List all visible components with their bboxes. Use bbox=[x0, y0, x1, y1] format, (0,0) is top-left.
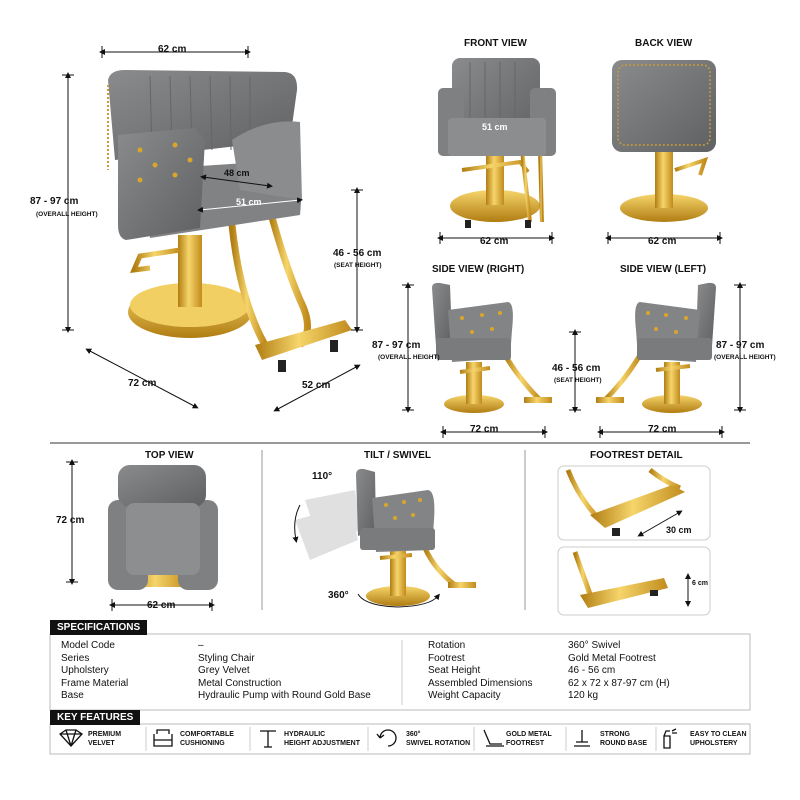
main-seat-height-label: 46 - 56 cm bbox=[333, 248, 382, 259]
back-view-chair bbox=[612, 60, 716, 222]
front-view-chair bbox=[438, 58, 556, 228]
sofa-icon bbox=[153, 729, 173, 747]
side-left-depth-label: 72 cm bbox=[648, 424, 677, 435]
back-width-label: 62 cm bbox=[648, 236, 677, 247]
main-seat-height-note: (SEAT HEIGHT) bbox=[334, 262, 382, 269]
footrest-height-label: 6 cm bbox=[692, 580, 708, 587]
main-height-note: (OVERALL HEIGHT) bbox=[36, 211, 98, 218]
diamond-icon bbox=[59, 729, 83, 747]
spec-value: 46 - 56 cm bbox=[568, 665, 616, 676]
footrest-detail-title: FOOTREST DETAIL bbox=[590, 450, 683, 461]
side-right-depth-label: 72 cm bbox=[470, 424, 499, 435]
feature-footrest: GOLD METAL FOOTREST bbox=[506, 730, 552, 748]
feature-line2: CUSHIONING bbox=[180, 740, 225, 747]
rotate-icon bbox=[376, 729, 397, 747]
spec-label: Rotation bbox=[428, 640, 466, 651]
side-right-height-label: 87 - 97 cm bbox=[372, 340, 421, 351]
front-view-title: FRONT VIEW bbox=[464, 38, 527, 49]
footrest-length-label: 30 cm bbox=[666, 525, 692, 535]
front-width-label: 62 cm bbox=[480, 236, 509, 247]
feature-line1: PREMIUM bbox=[88, 731, 122, 738]
footrest-icon bbox=[483, 729, 504, 747]
top-view-title: TOP VIEW bbox=[145, 450, 194, 461]
feature-line1: 360° bbox=[406, 731, 421, 738]
key-features-header: KEY FEATURES bbox=[50, 710, 141, 725]
side-left-seat-height-label: 46 - 56 cm bbox=[552, 363, 601, 374]
tilt-angle-label: 110° bbox=[312, 471, 333, 482]
main-seat-depth-label: 48 cm bbox=[224, 168, 250, 178]
spec-value: – bbox=[198, 640, 204, 651]
top-view-chair bbox=[108, 465, 218, 590]
feature-line2: VELVET bbox=[88, 740, 115, 747]
feature-sofa: COMFORTABLE CUSHIONING bbox=[180, 730, 234, 748]
side-left-chair bbox=[596, 282, 716, 413]
spec-value: Gold Metal Footrest bbox=[568, 652, 656, 664]
feature-base: STRONG ROUND BASE bbox=[600, 730, 647, 748]
spray-icon bbox=[663, 728, 677, 749]
spec-value: 62 x 72 x 87-97 cm (H) bbox=[568, 677, 670, 689]
feature-spray: EASY TO CLEAN UPHOLSTERY bbox=[690, 730, 747, 748]
feature-line1: STRONG bbox=[600, 731, 630, 738]
tilt-title: TILT / SWIVEL bbox=[364, 450, 432, 461]
footrest-detail-top bbox=[557, 465, 711, 541]
feature-hydraulic: HYDRAULIC HEIGHT ADJUSTMENT bbox=[284, 730, 360, 748]
spec-label: Weight Capacity bbox=[428, 690, 501, 701]
feature-line2: SWIVEL ROTATION bbox=[406, 740, 471, 747]
side-left-title: SIDE VIEW (LEFT) bbox=[620, 264, 707, 275]
spec-label: Seat Height bbox=[428, 665, 481, 676]
top-depth-label: 72 cm bbox=[56, 515, 85, 526]
main-height-label: 87 - 97 cm bbox=[30, 196, 79, 207]
spec-label: Assembled Dimensions bbox=[428, 677, 533, 689]
side-right-height-note: (OVERALL HEIGHT) bbox=[378, 354, 440, 361]
feature-line1: GOLD METAL bbox=[506, 731, 552, 738]
hydraulic-icon bbox=[260, 730, 276, 748]
side-right-chair bbox=[432, 282, 552, 413]
spec-value: Styling Chair bbox=[198, 652, 255, 664]
spec-label: Frame Material bbox=[61, 677, 129, 689]
feature-line1: HYDRAULIC bbox=[284, 731, 326, 738]
top-width-label: 62 cm bbox=[147, 600, 176, 611]
feature-line1: COMFORTABLE bbox=[180, 731, 234, 738]
front-seat-width-label: 51 cm bbox=[482, 122, 508, 132]
swivel-angle-label: 360° bbox=[328, 590, 349, 601]
spec-label: Series bbox=[61, 652, 90, 664]
feature-line2: HEIGHT ADJUSTMENT bbox=[284, 740, 360, 747]
spec-value: Metal Construction bbox=[198, 677, 282, 689]
spec-value: Hydraulic Pump with Round Gold Base bbox=[198, 690, 371, 701]
main-dimension-lines bbox=[62, 46, 363, 412]
feature-line2: ROUND BASE bbox=[600, 740, 648, 747]
tilt-chair bbox=[292, 468, 476, 608]
back-view-title: BACK VIEW bbox=[635, 38, 693, 49]
spec-value: Grey Velvet bbox=[198, 665, 250, 676]
spec-label: Upholstery bbox=[61, 665, 109, 676]
spec-label: Footrest bbox=[428, 652, 465, 664]
side-right-title: SIDE VIEW (RIGHT) bbox=[432, 264, 525, 275]
spec-value: 360° Swivel bbox=[568, 640, 621, 651]
side-left-height-label: 87 - 97 cm bbox=[716, 340, 765, 351]
main-seat-width-label: 51 cm bbox=[236, 197, 262, 207]
feature-line1: EASY TO CLEAN bbox=[690, 731, 747, 738]
spec-value: 120 kg bbox=[568, 690, 599, 701]
footrest-detail-side bbox=[557, 546, 711, 616]
side-left-seat-height-note: (SEAT HEIGHT) bbox=[554, 377, 602, 384]
main-chair bbox=[107, 70, 352, 372]
main-footrest-label: 52 cm bbox=[302, 380, 331, 391]
specifications-header: SPECIFICATIONS bbox=[50, 620, 148, 635]
feature-diamond: PREMIUM VELVET bbox=[88, 730, 121, 748]
main-width-label: 62 cm bbox=[158, 44, 187, 55]
base-icon bbox=[574, 730, 590, 747]
feature-line2: UPHOLSTERY bbox=[690, 740, 738, 747]
main-depth-label: 72 cm bbox=[128, 378, 157, 389]
feature-line2: FOOTREST bbox=[506, 740, 545, 747]
spec-label: Model Code bbox=[61, 640, 115, 651]
feature-rotate: 360° SWIVEL ROTATION bbox=[406, 730, 470, 748]
side-left-height-note: (OVERALL HEIGHT) bbox=[714, 354, 776, 361]
spec-label: Base bbox=[61, 690, 84, 701]
